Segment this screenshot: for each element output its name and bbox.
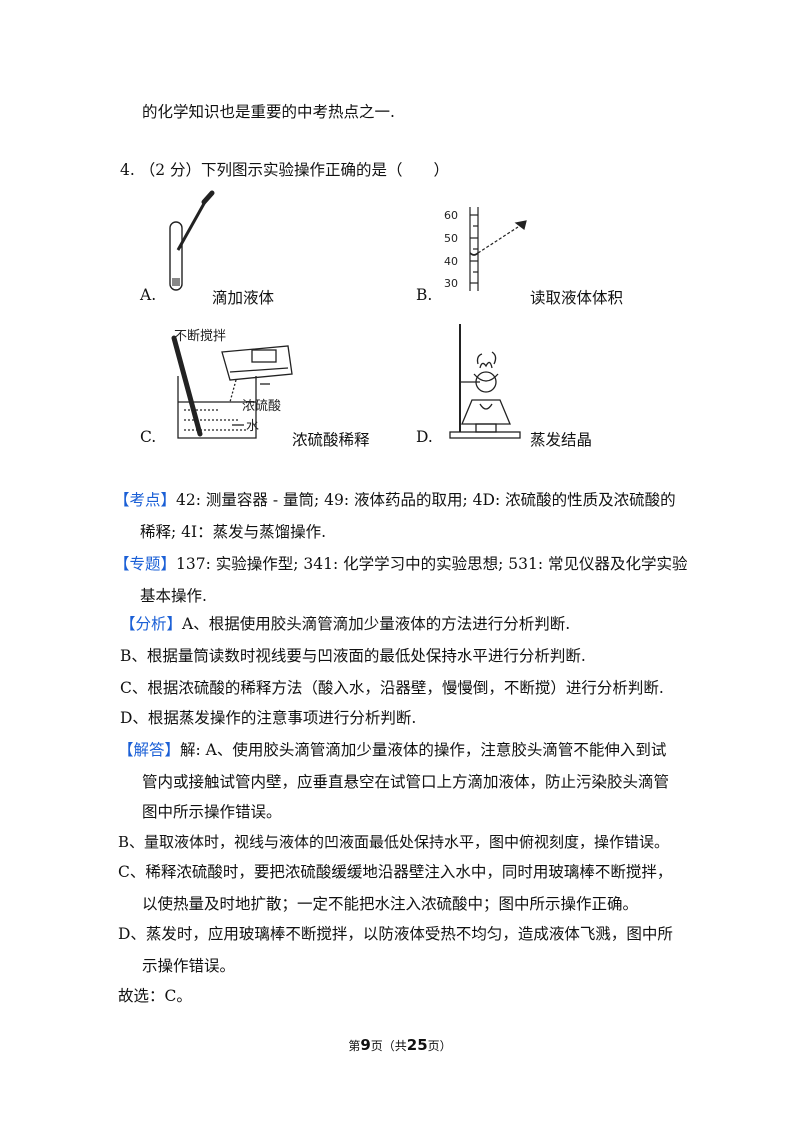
water-label: 水: [246, 419, 259, 434]
option-d-caption: 蒸发结晶: [530, 431, 593, 449]
fenxi-line4: D、根据蒸发操作的注意事项进行分析判断.: [120, 709, 417, 727]
figure-c-dilution: 不断搅拌 浓硫酸 水: [171, 328, 293, 439]
option-a-letter: A.: [140, 286, 157, 304]
question-text: 下列图示实验操作正确的是（ ）: [201, 161, 450, 179]
fenxi-line3: C、根据浓硫酸的稀释方法（酸入水，沿器壁，慢慢倒，不断搅）进行分析判断.: [120, 679, 664, 697]
footer-mid: 页（共: [370, 1039, 407, 1053]
option-c-letter: C.: [140, 428, 157, 446]
fenxi-text1: A、根据使用胶头滴管滴加少量液体的方法进行分析判断.: [182, 615, 571, 633]
figure-b-cylinder: 60 50 40 30: [444, 207, 527, 291]
figure-d-evaporation: [449, 324, 521, 439]
jieda-line6: 以使热量及时地扩散；一定不能把水注入浓硫酸中；图中所示操作正确。: [142, 895, 639, 913]
option-b-letter: B.: [416, 286, 433, 304]
fenxi-line1: 【分析】A、根据使用胶头滴管滴加少量液体的方法进行分析判断.: [120, 614, 570, 634]
jieda-text1: 解: A、使用胶头滴管滴加少量液体的操作，注意胶头滴管不能伸入到试: [180, 741, 667, 759]
kaodian-line1: 【考点】42: 测量容器 - 量筒; 49: 液体药品的取用; 4D: 浓硫酸的…: [114, 490, 676, 510]
option-a-caption: 滴加液体: [212, 289, 275, 307]
jieda-line8: 示操作错误。: [142, 957, 236, 975]
question-number: 4.: [120, 161, 135, 179]
figure-a-dropper: [169, 190, 215, 291]
jieda-line5: C、稀释浓硫酸时，要把浓硫酸缓缓地沿器壁注入水中，同时用玻璃棒不断搅拌，: [118, 863, 673, 881]
scale-label-50: 50: [444, 232, 458, 245]
jieda-line3: 图中所示操作错误。: [142, 803, 282, 821]
scale-label-40: 40: [444, 255, 458, 268]
footer-pre: 第: [348, 1039, 361, 1053]
footer-total: 25: [406, 1036, 428, 1054]
scale-label-60: 60: [444, 209, 458, 222]
jieda-tag: 【解答】: [118, 741, 181, 759]
option-c-caption: 浓硫酸稀释: [292, 431, 370, 449]
jieda-line7: D、蒸发时，应用玻璃棒不断搅拌，以防液体受热不均匀，造成液体飞溅，图中所: [118, 925, 673, 943]
option-d-letter: D.: [416, 428, 433, 446]
zhuanti-line1: 【专题】137: 实验操作型; 341: 化学学习中的实验思想; 531: 常见…: [114, 554, 688, 574]
fenxi-line2: B、根据量筒读数时视线要与凹液面的最低处保持水平进行分析判断.: [120, 647, 586, 665]
jieda-line4: B、量取液体时，视线与液体的凹液面最低处保持水平，图中俯视刻度，操作错误。: [118, 833, 670, 851]
acid-label: 浓硫酸: [242, 399, 281, 414]
kaodian-tag: 【考点】: [114, 491, 177, 509]
jieda-line9: 故选：C。: [118, 987, 192, 1005]
option-b-caption: 读取液体体积: [530, 289, 624, 307]
footer-post: 页）: [427, 1039, 452, 1053]
fenxi-tag: 【分析】: [120, 615, 183, 633]
stir-label: 不断搅拌: [174, 328, 226, 344]
jieda-line1: 【解答】解: A、使用胶头滴管滴加少量液体的操作，注意胶头滴管不能伸入到试: [118, 740, 666, 760]
kaodian-text1: 42: 测量容器 - 量筒; 49: 液体药品的取用; 4D: 浓硫酸的性质及浓…: [176, 491, 676, 509]
intro-tail: 的化学知识也是重要的中考热点之一.: [142, 103, 395, 121]
footer-page: 9: [360, 1036, 371, 1054]
zhuanti-line2: 基本操作.: [140, 587, 207, 605]
zhuanti-text1: 137: 实验操作型; 341: 化学学习中的实验思想; 531: 常见仪器及化…: [176, 555, 688, 573]
zhuanti-tag: 【专题】: [114, 555, 177, 573]
scale-label-30: 30: [444, 277, 458, 290]
jieda-line2: 管内或接触试管内壁，应垂直悬空在试管口上方滴加液体，防止污染胶头滴管: [142, 773, 670, 791]
question-stem: 4. （2 分）下列图示实验操作正确的是（ ）: [120, 160, 449, 180]
kaodian-line2: 稀释; 4I：蒸发与蒸馏操作.: [140, 523, 327, 541]
page-footer: 第9页（共25页）: [0, 1036, 800, 1054]
question-score: （2 分）: [139, 161, 202, 179]
